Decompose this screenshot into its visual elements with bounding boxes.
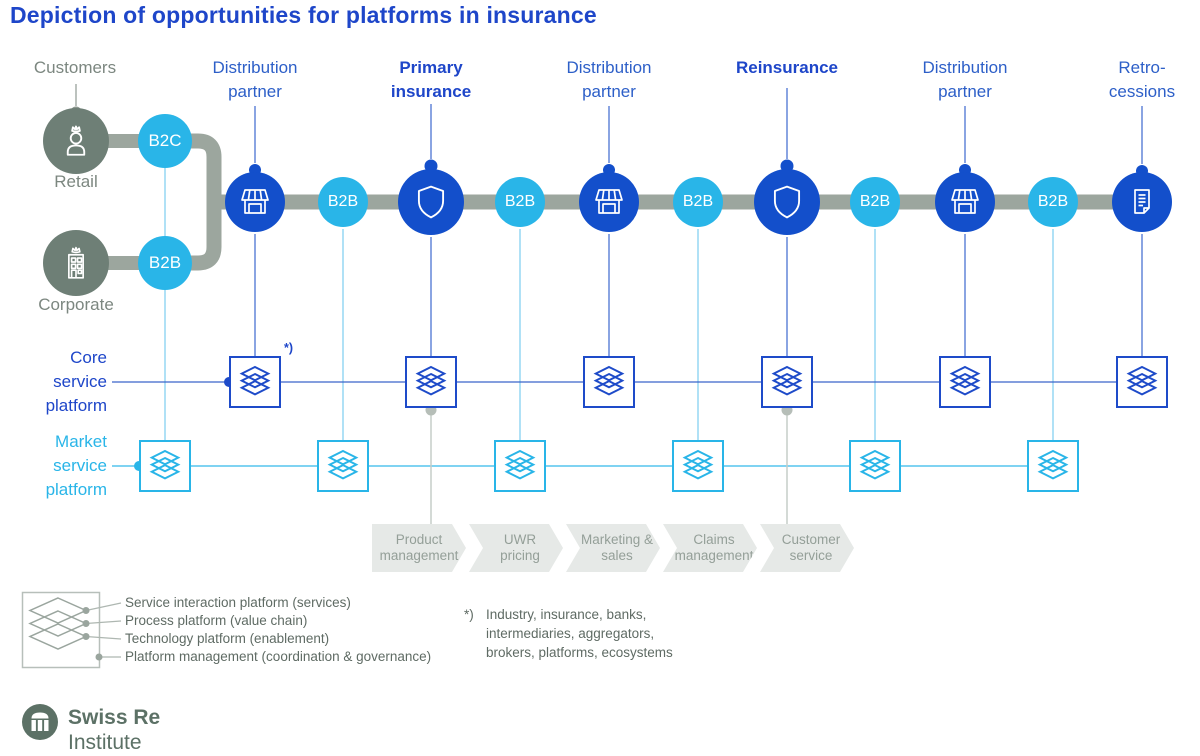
- layers-icon: [239, 365, 271, 396]
- core-platform-node-5: [939, 356, 991, 408]
- core-platform-node-3: [583, 356, 635, 408]
- core-platform-label: Core service platform: [45, 348, 107, 415]
- legend-item-1: Service interaction platform (services): [125, 595, 351, 610]
- footnote-marker: *): [464, 607, 474, 622]
- b2b-customer-badge: B2B: [138, 236, 192, 290]
- market-drop-lines: [164, 168, 1054, 440]
- layers-icon: [859, 449, 891, 480]
- corporate-customer-circle: [43, 230, 109, 296]
- value-chain-connectors: [430, 410, 788, 524]
- value-chain-step-4: Claims management: [663, 524, 757, 572]
- layers-icon: [415, 365, 447, 396]
- value-chain-step-1: Product management: [372, 524, 466, 572]
- layers-icon: [682, 449, 714, 480]
- legend-item-4: Platform management (coordination & gove…: [125, 649, 432, 664]
- label-drop-lines: [254, 88, 1143, 164]
- store-icon: [241, 189, 269, 214]
- value-chain-step-3: Marketing & sales: [566, 524, 660, 572]
- legend-item-3: Technology platform (enablement): [125, 631, 330, 646]
- core-footnote-marker: *): [284, 341, 294, 355]
- layers-icon: [327, 449, 359, 480]
- temple-glyph: [31, 712, 49, 731]
- core-platform-node-1: [229, 356, 281, 408]
- footnote-text: Industry, insurance, banks, intermediari…: [486, 607, 673, 660]
- core-platform-node-2: [405, 356, 457, 408]
- corporate-label: Corporate: [38, 295, 114, 314]
- core-platform-node-6: [1116, 356, 1168, 408]
- legend-item-2: Process platform (value chain): [125, 613, 308, 628]
- logo-subtitle: Institute: [68, 731, 142, 754]
- layers-icon: [1037, 449, 1069, 480]
- column-label-distribution-3: Distribution partner: [922, 58, 1008, 101]
- shield-icon: [417, 185, 445, 219]
- store-icon: [595, 189, 623, 214]
- layers-icon: [149, 449, 181, 480]
- distribution-partner-node-2: [579, 172, 639, 232]
- primary-insurance-node: [398, 169, 464, 235]
- legend-labels: Service interaction platform (services) …: [125, 594, 431, 666]
- chain-b2b-badge-2: B2B: [495, 177, 545, 227]
- chain-b2b-badge-5: B2B: [1028, 177, 1078, 227]
- column-label-distribution-2: Distribution partner: [566, 58, 652, 101]
- building-crown-icon: [68, 246, 84, 279]
- swissre-logo-icon: [22, 704, 58, 740]
- logo-name: Swiss Re: [68, 706, 161, 729]
- node-dots: [249, 159, 1148, 177]
- distribution-partner-node-1: [225, 172, 285, 232]
- layers-icon: [1126, 365, 1158, 396]
- column-label-customers: Customers: [33, 58, 117, 77]
- column-label-primary-insurance: Primary insurance: [390, 58, 472, 101]
- market-platform-node-4: [672, 440, 724, 492]
- column-label-retrocessions: Retro- cessions: [1108, 58, 1176, 101]
- person-crown-icon: [66, 125, 86, 156]
- reinsurance-node: [754, 169, 820, 235]
- distribution-partner-node-3: [935, 172, 995, 232]
- chain-b2b-badge-3: B2B: [673, 177, 723, 227]
- layers-icon: [593, 365, 625, 396]
- market-platform-node-5: [849, 440, 901, 492]
- column-label-distribution-1: Distribution partner: [212, 58, 298, 101]
- layers-icon: [949, 365, 981, 396]
- market-platform-node-1: [139, 440, 191, 492]
- value-chain-step-5: Customer service: [760, 524, 854, 572]
- market-platform-node-6: [1027, 440, 1079, 492]
- page-title: Depiction of opportunities for platforms…: [10, 2, 597, 28]
- market-platform-label: Market service platform: [45, 432, 107, 499]
- column-label-reinsurance: Reinsurance: [735, 58, 839, 77]
- core-platform-node-4: [761, 356, 813, 408]
- shield-icon: [773, 185, 801, 219]
- layers-icon: [771, 365, 803, 396]
- retail-customer-circle: [43, 108, 109, 174]
- layers-icon: [504, 449, 536, 480]
- b2c-badge: B2C: [138, 114, 192, 168]
- value-chain-step-2: UWR pricing: [469, 524, 563, 572]
- market-platform-node-2: [317, 440, 369, 492]
- retail-label: Retail: [54, 172, 98, 191]
- market-platform-node-3: [494, 440, 546, 492]
- legend-icon: [21, 591, 122, 669]
- core-drop-lines: [254, 234, 1143, 356]
- document-icon: [1134, 189, 1150, 214]
- chain-b2b-badge-4: B2B: [850, 177, 900, 227]
- retrocessions-node: [1112, 172, 1172, 232]
- store-icon: [951, 189, 979, 214]
- chain-b2b-badge-1: B2B: [318, 177, 368, 227]
